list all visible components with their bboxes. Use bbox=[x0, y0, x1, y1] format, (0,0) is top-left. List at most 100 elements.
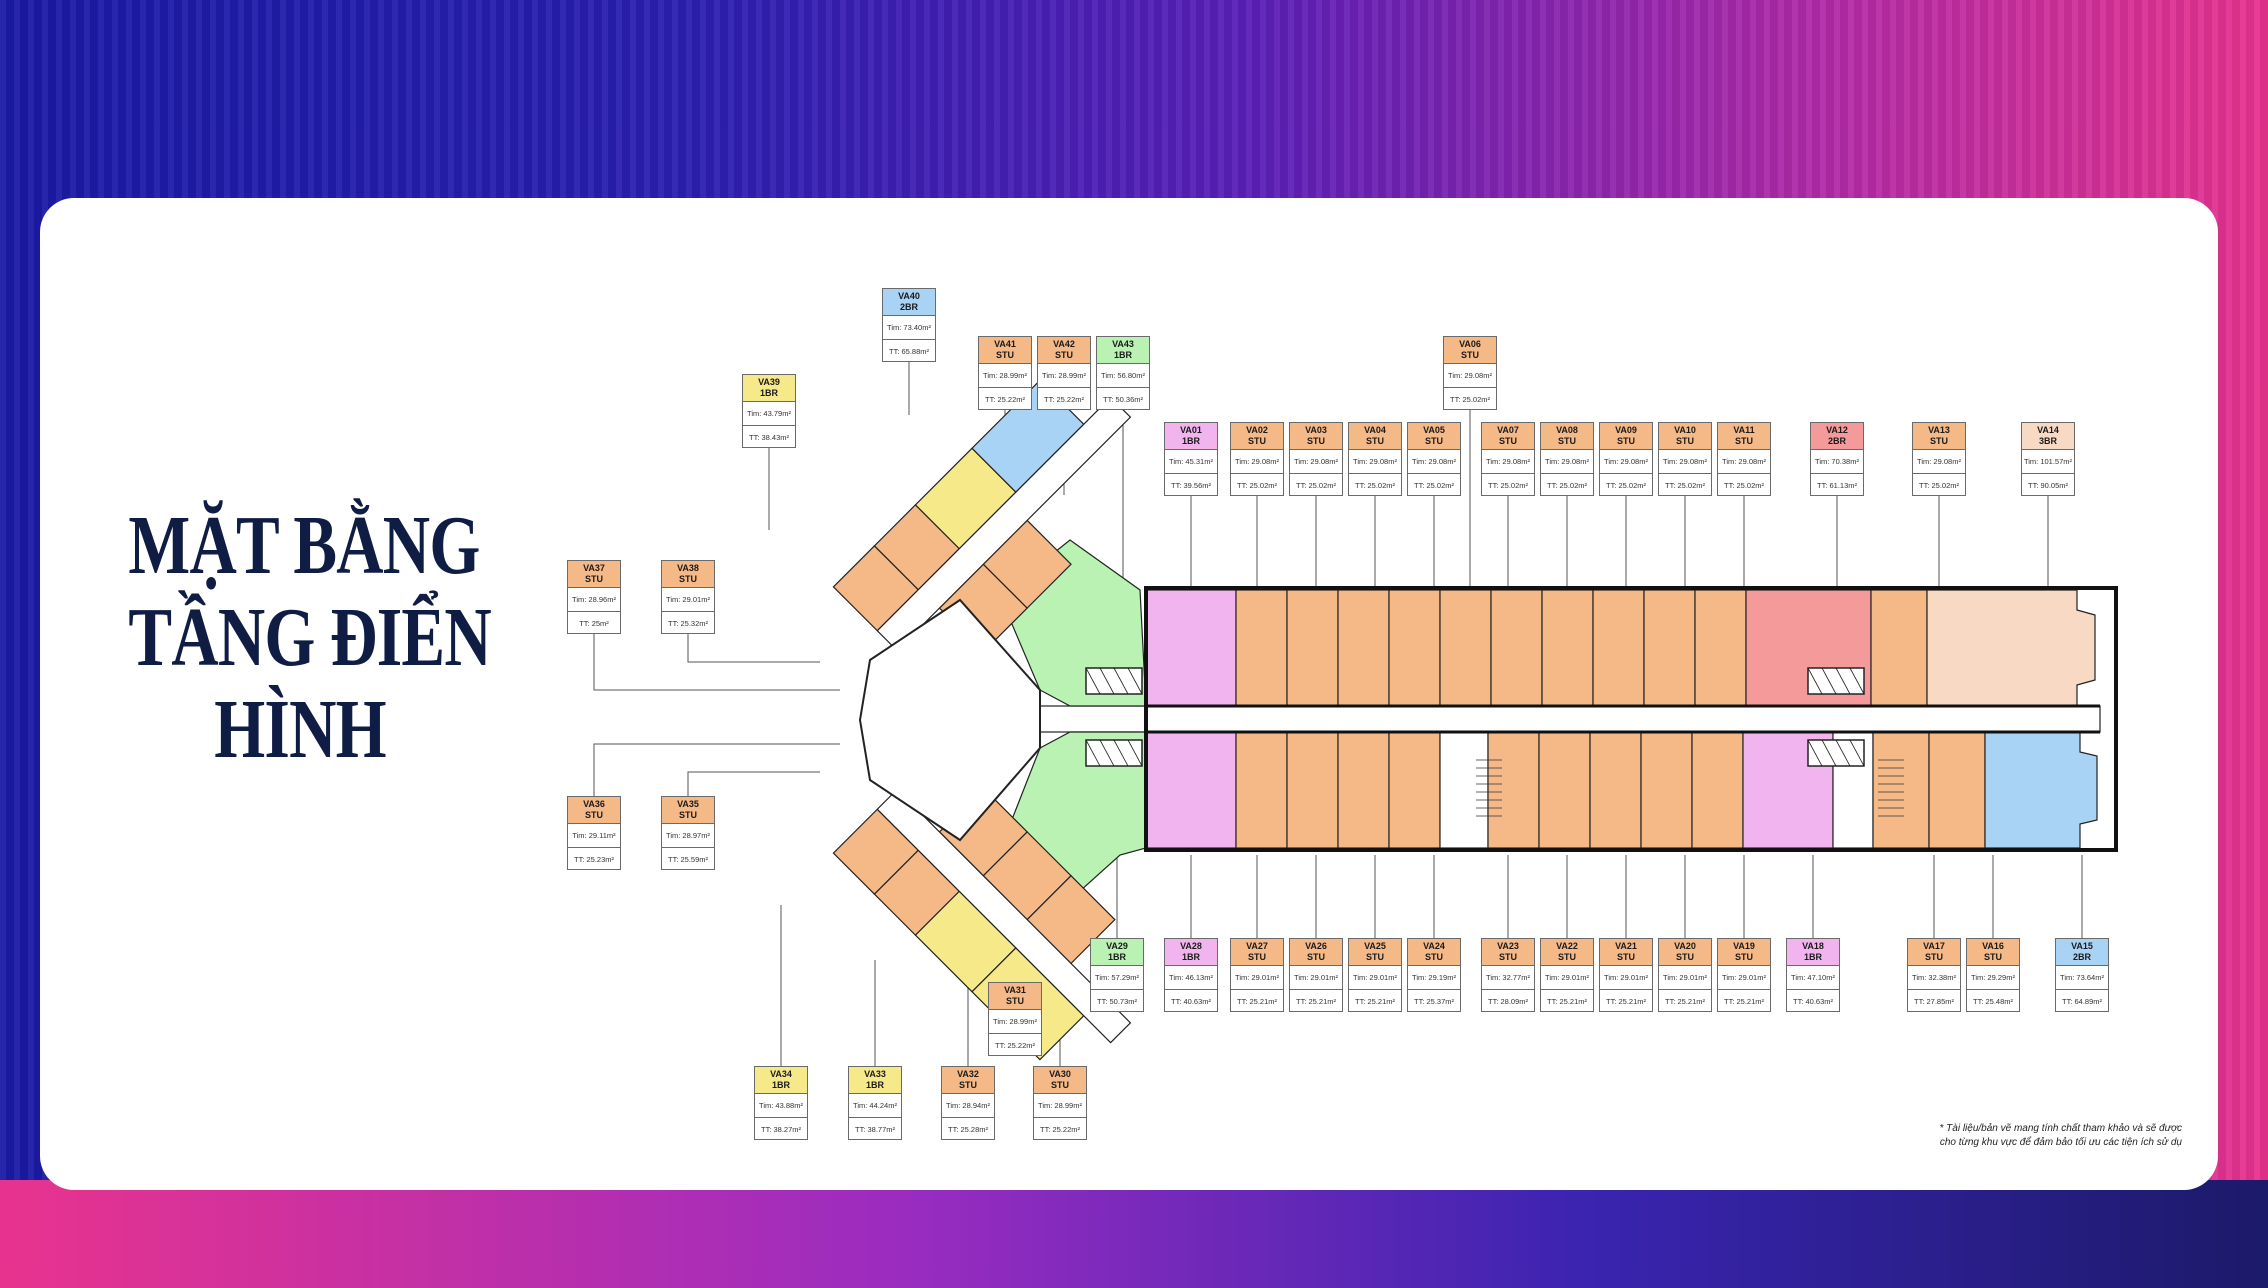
unit-tt-area: TT: 25.02m² bbox=[1664, 481, 1705, 490]
unit-type: STU bbox=[1617, 952, 1635, 962]
unit-type: STU bbox=[1307, 436, 1325, 446]
leader-VA37 bbox=[593, 634, 840, 691]
unit-label-header: VA15 2BR bbox=[2056, 939, 2108, 966]
unit-tim-area: Tim: 29.01m² bbox=[1600, 966, 1652, 990]
leader-VA36 bbox=[593, 743, 840, 796]
unit-label-va03: VA03 STU Tim: 29.08m² TT: 25.02m² bbox=[1289, 422, 1343, 496]
unit-tim-area: Tim: 28.99m² bbox=[989, 1010, 1041, 1034]
unit-tt-area: TT: 25.21m² bbox=[1605, 997, 1646, 1006]
unit-tt-area: TT: 90.05m² bbox=[2027, 481, 2068, 490]
disclaimer-note: * Tài liệu/bản vẽ mang tính chất tham kh… bbox=[1900, 1122, 2182, 1150]
unit-tim-area: Tim: 29.08m² bbox=[1600, 450, 1652, 474]
unit-label-header: VA18 1BR bbox=[1787, 939, 1839, 966]
note-line-1: * Tài liệu/bản vẽ mang tính chất tham kh… bbox=[1939, 1123, 2182, 1134]
unit-tt-area: TT: 25.32m² bbox=[667, 619, 708, 628]
unit-tim-area: Tim: 29.01m² bbox=[1349, 966, 1401, 990]
unit-type: 1BR bbox=[1113, 350, 1132, 360]
unit-VA02 bbox=[1235, 589, 1288, 707]
unit-tt-area: TT: 64.89m² bbox=[2061, 997, 2102, 1006]
unit-type: STU bbox=[1925, 952, 1943, 962]
unit-label-header: VA39 1BR bbox=[743, 375, 795, 402]
unit-label-header: VA24 STU bbox=[1408, 939, 1460, 966]
lift-core-4 bbox=[1807, 739, 1865, 767]
unit-VA15 bbox=[1984, 731, 2098, 849]
unit-tim-area: Tim: 29.08m² bbox=[1231, 450, 1283, 474]
note-line-2: cho từng khu vực để đảm bảo tối ưu các t… bbox=[1939, 1137, 2182, 1148]
unit-tt-area: TT: 25.28m² bbox=[947, 1125, 988, 1134]
unit-label-va09: VA09 STU Tim: 29.08m² TT: 25.02m² bbox=[1599, 422, 1653, 496]
unit-tt-area: TT: 27.85m² bbox=[1913, 997, 1954, 1006]
unit-tim-area: Tim: 45.31m² bbox=[1165, 450, 1217, 474]
stair-core-1 bbox=[1439, 731, 1489, 849]
unit-label-va31: VA31 STU Tim: 28.99m² TT: 25.22m² bbox=[988, 982, 1042, 1056]
unit-code: VA34 bbox=[770, 1069, 792, 1079]
unit-type: STU bbox=[1307, 952, 1325, 962]
unit-label-header: VA08 STU bbox=[1541, 423, 1593, 450]
unit-tim-area: Tim: 28.94m² bbox=[942, 1094, 994, 1118]
unit-VA07 bbox=[1490, 589, 1543, 707]
unit-tt-area: TT: 25.21m² bbox=[1546, 997, 1587, 1006]
unit-tim-area: Tim: 29.01m² bbox=[1290, 966, 1342, 990]
unit-label-header: VA01 1BR bbox=[1165, 423, 1217, 450]
unit-code: VA38 bbox=[677, 563, 699, 573]
outer-wall bbox=[1144, 586, 2118, 852]
unit-label-header: VA22 STU bbox=[1541, 939, 1593, 966]
unit-code: VA11 bbox=[1733, 425, 1755, 435]
unit-type: 1BR bbox=[1107, 952, 1126, 962]
unit-code: VA42 bbox=[1053, 339, 1075, 349]
unit-label-va06: VA06 STU Tim: 29.08m² TT: 25.02m² bbox=[1443, 336, 1497, 410]
unit-label-va39: VA39 1BR Tim: 43.79m² TT: 38.43m² bbox=[742, 374, 796, 448]
unit-label-header: VA38 STU bbox=[662, 561, 714, 588]
unit-label-va02: VA02 STU Tim: 29.08m² TT: 25.02m² bbox=[1230, 422, 1284, 496]
unit-type: STU bbox=[1735, 952, 1753, 962]
unit-code: VA22 bbox=[1556, 941, 1578, 951]
unit-tim-area: Tim: 29.01m² bbox=[1231, 966, 1283, 990]
unit-label-header: VA12 2BR bbox=[1811, 423, 1863, 450]
unit-tt-area: TT: 38.27m² bbox=[760, 1125, 801, 1134]
unit-label-header: VA35 STU bbox=[662, 797, 714, 824]
unit-label-va35: VA35 STU Tim: 28.97m² TT: 25.59m² bbox=[661, 796, 715, 870]
lower-corridor bbox=[876, 788, 1132, 1044]
unit-label-header: VA42 STU bbox=[1038, 337, 1090, 364]
unit-type: 1BR bbox=[865, 1080, 884, 1090]
unit-type: 2BR bbox=[899, 302, 918, 312]
unit-VA04 bbox=[1337, 589, 1390, 707]
unit-tt-area: TT: 28.09m² bbox=[1487, 997, 1528, 1006]
unit-label-va23: VA23 STU Tim: 32.77m² TT: 28.09m² bbox=[1481, 938, 1535, 1012]
unit-type: STU bbox=[1558, 436, 1576, 446]
unit-label-header: VA04 STU bbox=[1349, 423, 1401, 450]
unit-label-header: VA10 STU bbox=[1659, 423, 1711, 450]
unit-type: STU bbox=[1055, 350, 1073, 360]
unit-tt-area: TT: 50.36m² bbox=[1102, 395, 1143, 404]
unit-code: VA30 bbox=[1049, 1069, 1071, 1079]
unit-VA20 bbox=[1640, 731, 1693, 849]
unit-tim-area: Tim: 29.08m² bbox=[1541, 450, 1593, 474]
unit-label-header: VA40 2BR bbox=[883, 289, 935, 316]
unit-tt-area: TT: 25.02m² bbox=[1487, 481, 1528, 490]
unit-type: STU bbox=[1248, 436, 1266, 446]
unit-label-va15: VA15 2BR Tim: 73.64m² TT: 64.89m² bbox=[2055, 938, 2109, 1012]
unit-code: VA04 bbox=[1364, 425, 1386, 435]
unit-code: VA14 bbox=[2037, 425, 2059, 435]
unit-type: STU bbox=[1499, 952, 1517, 962]
stair-2 bbox=[1878, 759, 1904, 817]
unit-tim-area: Tim: 70.38m² bbox=[1811, 450, 1863, 474]
unit-tim-area: Tim: 46.13m² bbox=[1165, 966, 1217, 990]
unit-VA17 bbox=[1872, 731, 1930, 849]
unit-VA21 bbox=[1589, 731, 1642, 849]
unit-code: VA18 bbox=[1802, 941, 1824, 951]
unit-tt-area: TT: 65.88m² bbox=[888, 347, 929, 356]
unit-VA14 bbox=[1926, 589, 2096, 707]
title-line-3: HÌNH bbox=[214, 683, 386, 776]
unit-tim-area: Tim: 28.97m² bbox=[662, 824, 714, 848]
unit-tim-area: Tim: 28.99m² bbox=[1034, 1094, 1086, 1118]
unit-tim-area: Tim: 73.64m² bbox=[2056, 966, 2108, 990]
unit-tt-area: TT: 38.77m² bbox=[854, 1125, 895, 1134]
unit-VA22 bbox=[1538, 731, 1591, 849]
unit-label-header: VA36 STU bbox=[568, 797, 620, 824]
unit-type: 1BR bbox=[1181, 952, 1200, 962]
unit-type: STU bbox=[1499, 436, 1517, 446]
unit-type: 1BR bbox=[759, 388, 778, 398]
walls bbox=[1144, 586, 2118, 852]
unit-type: STU bbox=[1248, 952, 1266, 962]
